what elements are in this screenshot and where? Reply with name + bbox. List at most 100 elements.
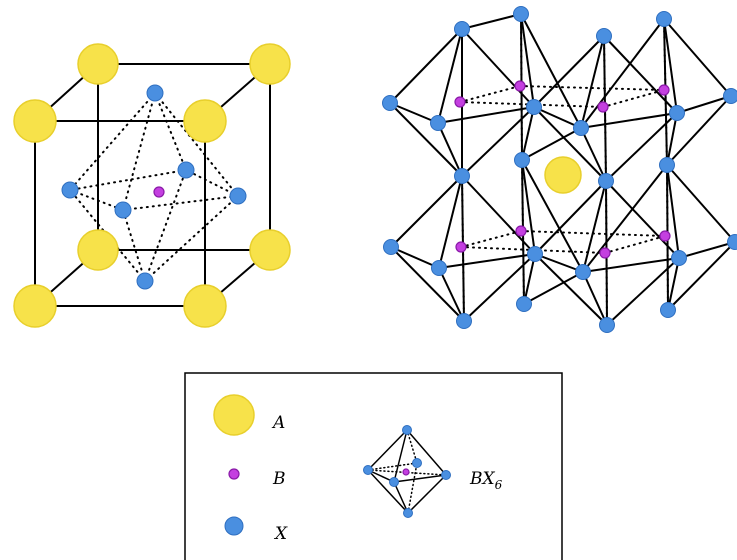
x-atom [146,84,164,102]
x-atom [573,120,589,136]
x-atom [454,21,470,37]
cubic-x-atoms [61,84,247,290]
network-edge [534,180,607,255]
x-atom [727,234,737,250]
x-atom [513,6,529,22]
network-edge [438,253,536,269]
x-atom [660,302,676,318]
network-edge [580,18,665,129]
a-atom [183,284,227,328]
x-atom [136,272,154,290]
x-atom [723,88,737,104]
b-atom [454,96,466,108]
network-edge [521,127,582,161]
network-edge [605,112,678,182]
network-edge [438,175,463,269]
x-atom [598,173,614,189]
a-atom [249,43,291,85]
b-atom [514,80,526,92]
a-atom [249,229,291,271]
network-edge [461,28,535,108]
b-atom [515,225,527,237]
x-atom [596,28,612,44]
network-edge [580,112,678,129]
b-atom [153,186,165,198]
legend: A B X [184,372,563,560]
network-edge [437,106,535,124]
x-atom [599,317,615,333]
network-edge [534,253,584,273]
x-atom [383,239,399,255]
a-atom [13,99,57,143]
network-edge [389,102,439,124]
network-edge [582,180,607,273]
legend-a-icon [213,394,255,436]
network-edge [582,164,668,273]
network-edge [390,246,465,322]
x-atom [656,11,672,27]
x-atom [671,250,687,266]
network-edge [667,257,680,311]
legend-x-icon [224,516,244,536]
cubic-a-atoms [13,43,291,328]
a-atom [13,284,57,328]
network-edge [390,246,440,269]
network-edge [520,13,535,108]
b-atom [659,230,671,242]
a-atom [183,99,227,143]
network-hidden-edge [602,89,665,108]
network-edge [438,267,465,322]
network-edge [666,112,678,166]
x-atom [516,296,532,312]
network-edges [389,13,736,326]
x-atom [527,246,543,262]
x-atom [454,168,470,184]
network-edge [666,164,680,259]
a-atom [77,43,119,85]
b-atom [599,247,611,259]
network-edge [666,95,732,166]
network-edge [523,253,536,305]
network-edge [580,35,605,129]
x-atom [61,181,79,199]
network-edge [667,241,736,311]
legend-octahedron-label: BX6 [469,469,503,492]
network-edge [580,127,607,182]
network-edge [437,122,463,177]
octahedral-network [382,6,737,333]
cubic-unit-cell [13,43,291,328]
network-edge [521,106,535,161]
legend-octahedron-icon [363,425,451,518]
legend-a-label: A [271,413,285,433]
x-atom [430,115,446,131]
network-edge [390,175,463,248]
network-hidden-edge [460,230,522,248]
network-edge [389,102,463,177]
network-x-atoms [382,6,737,333]
b-atom [597,101,609,113]
network-edge [534,253,608,326]
a-atom [544,156,582,194]
a-atom [77,229,119,271]
network-edge [606,257,680,326]
x-atom [114,201,132,219]
network-edge [582,271,608,326]
network-edge [663,18,678,114]
network-hidden-edge [459,85,521,103]
x-atom [526,99,542,115]
network-b-atoms [454,80,671,259]
x-atom [177,161,195,179]
network-edge [389,28,463,104]
x-atom [456,313,472,329]
b-atom [455,241,467,253]
x-atom [382,95,398,111]
legend-x-label: X [273,524,288,544]
x-atom [514,152,530,168]
network-edge [533,106,607,182]
network-edge [663,18,732,97]
legend-b-label: B [272,469,286,489]
x-atom [575,264,591,280]
network-edge [437,28,463,124]
network-edge [666,164,736,243]
